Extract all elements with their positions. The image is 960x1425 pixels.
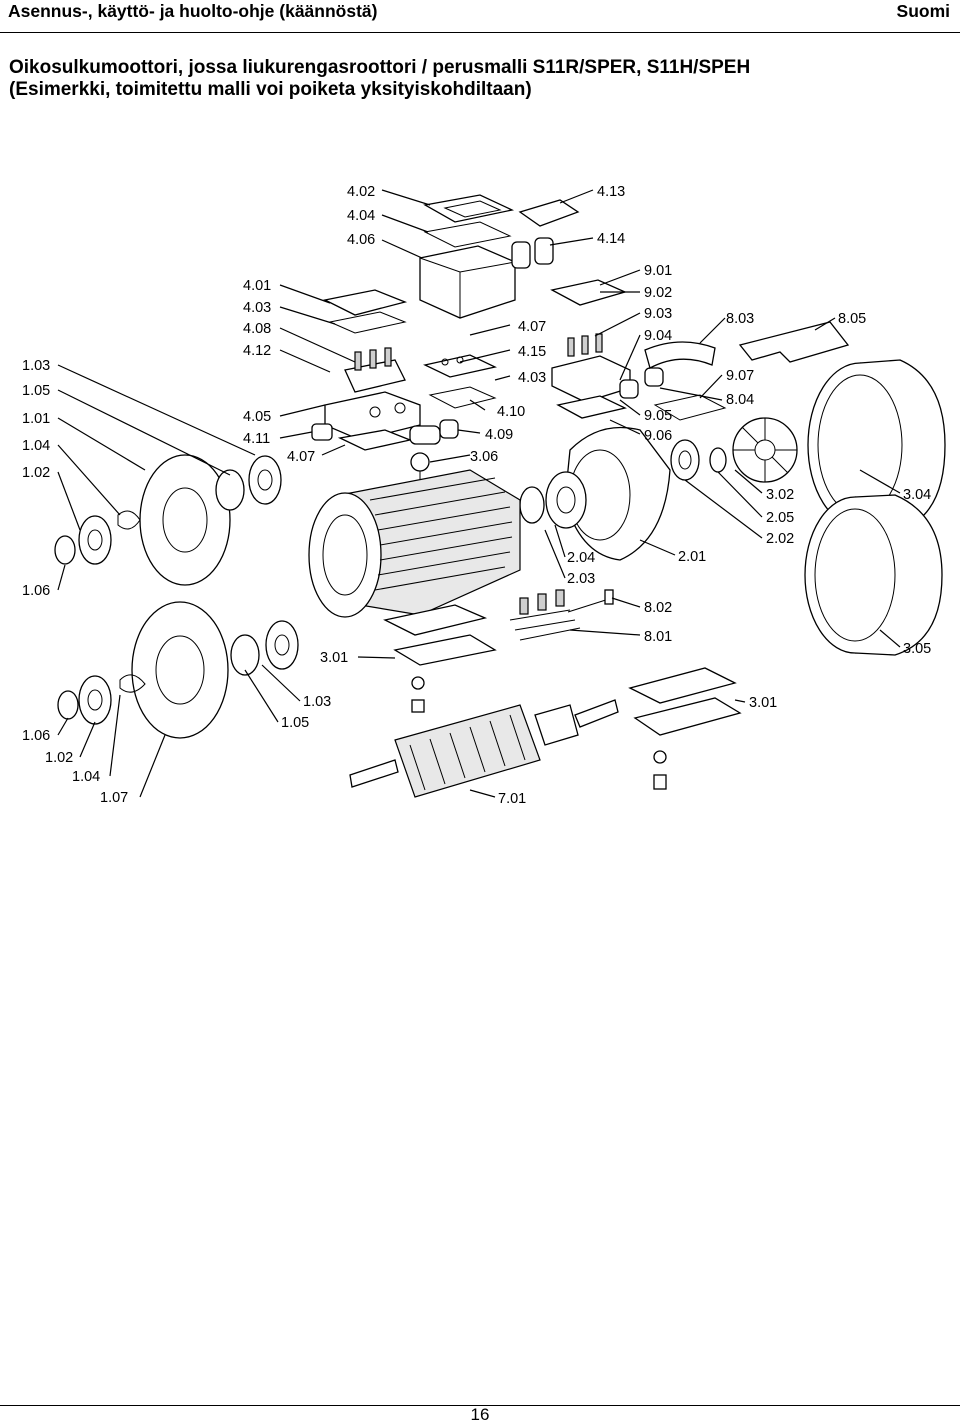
part-label-1-01: 1.01 [22, 411, 50, 427]
part-label-1-05-lower: 1.05 [281, 715, 309, 731]
part-label-9-06: 9.06 [644, 428, 672, 444]
part-label-3-02: 3.02 [766, 487, 794, 503]
part-label-4-02: 4.02 [347, 184, 375, 200]
part-label-2-01: 2.01 [678, 549, 706, 565]
part-label-4-07-upper: 4.07 [518, 319, 546, 335]
part-label-1-06-lower: 1.06 [22, 728, 50, 744]
part-label-9-04: 9.04 [644, 328, 672, 344]
part-label-8-03: 8.03 [726, 311, 754, 327]
part-label-9-07: 9.07 [726, 368, 754, 384]
part-label-3-01-left: 3.01 [320, 650, 348, 666]
part-label-9-05: 9.05 [644, 408, 672, 424]
part-label-8-05: 8.05 [838, 311, 866, 327]
part-labels: 4.02 4.04 4.06 4.13 4.14 4.01 4.03 4.08 … [22, 184, 931, 807]
part-label-4-11: 4.11 [243, 431, 270, 447]
part-label-3-06: 3.06 [470, 449, 498, 465]
page-title-line-2: (Esimerkki, toimitettu malli voi poiketa… [9, 79, 532, 100]
part-label-2-05: 2.05 [766, 510, 794, 526]
part-label-4-15: 4.15 [518, 344, 546, 360]
part-label-9-01: 9.01 [644, 263, 672, 279]
part-label-7-01: 7.01 [498, 791, 526, 807]
header-document-title: Asennus-, käyttö- ja huolto-ohje (käännö… [8, 1, 378, 21]
page-title: Oikosulkumoottori, jossa liukurengasroot… [9, 57, 750, 101]
part-label-4-04: 4.04 [347, 208, 375, 224]
page-title-line-1: Oikosulkumoottori, jossa liukurengasroot… [9, 57, 751, 78]
part-label-4-14: 4.14 [597, 231, 625, 247]
part-label-2-02: 2.02 [766, 531, 794, 547]
footer-rule [0, 1405, 960, 1406]
part-label-1-04-lower: 1.04 [72, 769, 100, 785]
leader-lines [57, 189, 901, 798]
part-label-8-04: 8.04 [726, 392, 754, 408]
part-label-4-09: 4.09 [485, 427, 513, 443]
part-label-2-04: 2.04 [567, 550, 595, 566]
page-number: 16 [470, 1405, 490, 1424]
part-label-8-01: 8.01 [644, 629, 672, 645]
part-label-1-03-lower: 1.03 [303, 694, 331, 710]
part-label-4-07-lower: 4.07 [287, 449, 315, 465]
part-label-4-08: 4.08 [243, 321, 271, 337]
part-label-1-02-lower: 1.02 [45, 750, 73, 766]
part-label-3-04: 3.04 [903, 487, 931, 503]
part-label-1-03-upper: 1.03 [22, 358, 50, 374]
part-label-3-01-right: 3.01 [749, 695, 777, 711]
part-label-2-03: 2.03 [567, 571, 595, 587]
part-label-4-06: 4.06 [347, 232, 375, 248]
part-label-8-02: 8.02 [644, 600, 672, 616]
header-language: Suomi [896, 1, 950, 21]
part-label-4-03: 4.03 [243, 300, 271, 316]
part-label-1-06-upper: 1.06 [22, 583, 50, 599]
part-label-9-03: 9.03 [644, 306, 672, 322]
part-label-1-02-upper: 1.02 [22, 465, 50, 481]
header-rule [0, 32, 960, 33]
part-label-4-10: 4.10 [497, 404, 525, 420]
part-label-4-01: 4.01 [243, 278, 271, 294]
part-label-1-04-upper: 1.04 [22, 438, 50, 454]
part-label-4-13: 4.13 [597, 184, 625, 200]
part-label-4-03-middle: 4.03 [518, 370, 546, 386]
part-label-3-05: 3.05 [903, 641, 931, 657]
part-label-1-05-upper: 1.05 [22, 383, 50, 399]
part-label-9-02: 9.02 [644, 285, 672, 301]
part-drawings [54, 194, 946, 798]
part-label-4-05: 4.05 [243, 409, 271, 425]
part-label-1-07: 1.07 [100, 790, 128, 806]
part-label-4-12: 4.12 [243, 343, 271, 359]
